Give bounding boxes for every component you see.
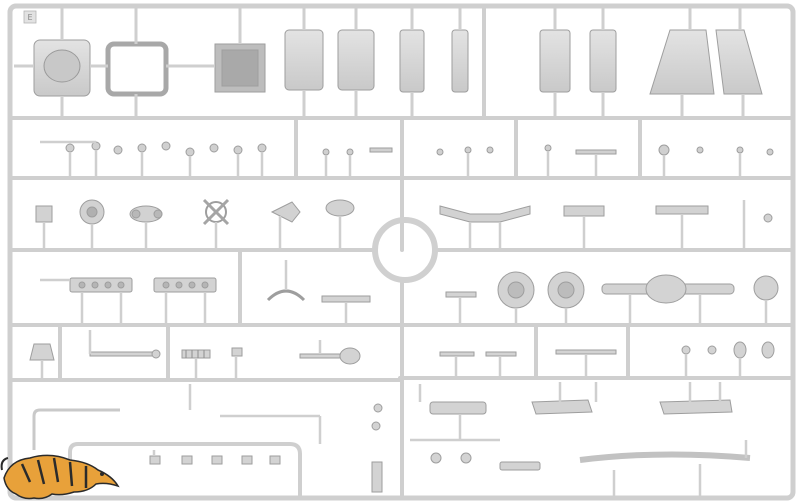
part-seat <box>29 343 55 361</box>
sprue-letter-tag: E <box>23 10 37 24</box>
sprue-letter: E <box>27 13 32 22</box>
part-side-grille-1 <box>539 29 571 93</box>
row-6-parts <box>32 399 751 498</box>
row-1-gates <box>14 8 745 116</box>
row-2-gates <box>40 140 742 176</box>
part-chassis-rail-1 <box>531 399 593 415</box>
part-bumper <box>429 401 487 415</box>
part-chassis-rail-2 <box>659 399 733 415</box>
runners <box>10 6 794 500</box>
part-manifold-1 <box>69 277 133 293</box>
part-side-grille-2 <box>589 29 617 93</box>
part-engine-block-4 <box>451 29 469 93</box>
row-3-parts <box>35 198 773 226</box>
tiger-logo-icon <box>0 454 120 500</box>
row-6-gates <box>152 382 748 496</box>
part-open-frame <box>105 41 169 97</box>
part-manifold-2 <box>153 277 217 293</box>
center-ring <box>372 217 438 283</box>
part-engine-block-1 <box>284 29 324 91</box>
row-4-gates <box>40 260 768 323</box>
part-tank <box>325 199 355 217</box>
part-engine-block-3 <box>399 29 425 93</box>
row-2-parts <box>65 141 774 157</box>
part-fender-panel-2 <box>715 29 763 95</box>
part-bracket <box>35 205 53 223</box>
part-leaf-spring <box>439 205 531 223</box>
part-engine-block-2 <box>337 29 375 91</box>
row-1-parts <box>33 29 763 97</box>
row-5-gates <box>40 330 742 378</box>
row-5-parts <box>29 341 775 365</box>
row-4-parts <box>69 271 779 309</box>
row-3-gates <box>42 200 746 248</box>
part-fender-panel-1 <box>649 29 715 95</box>
